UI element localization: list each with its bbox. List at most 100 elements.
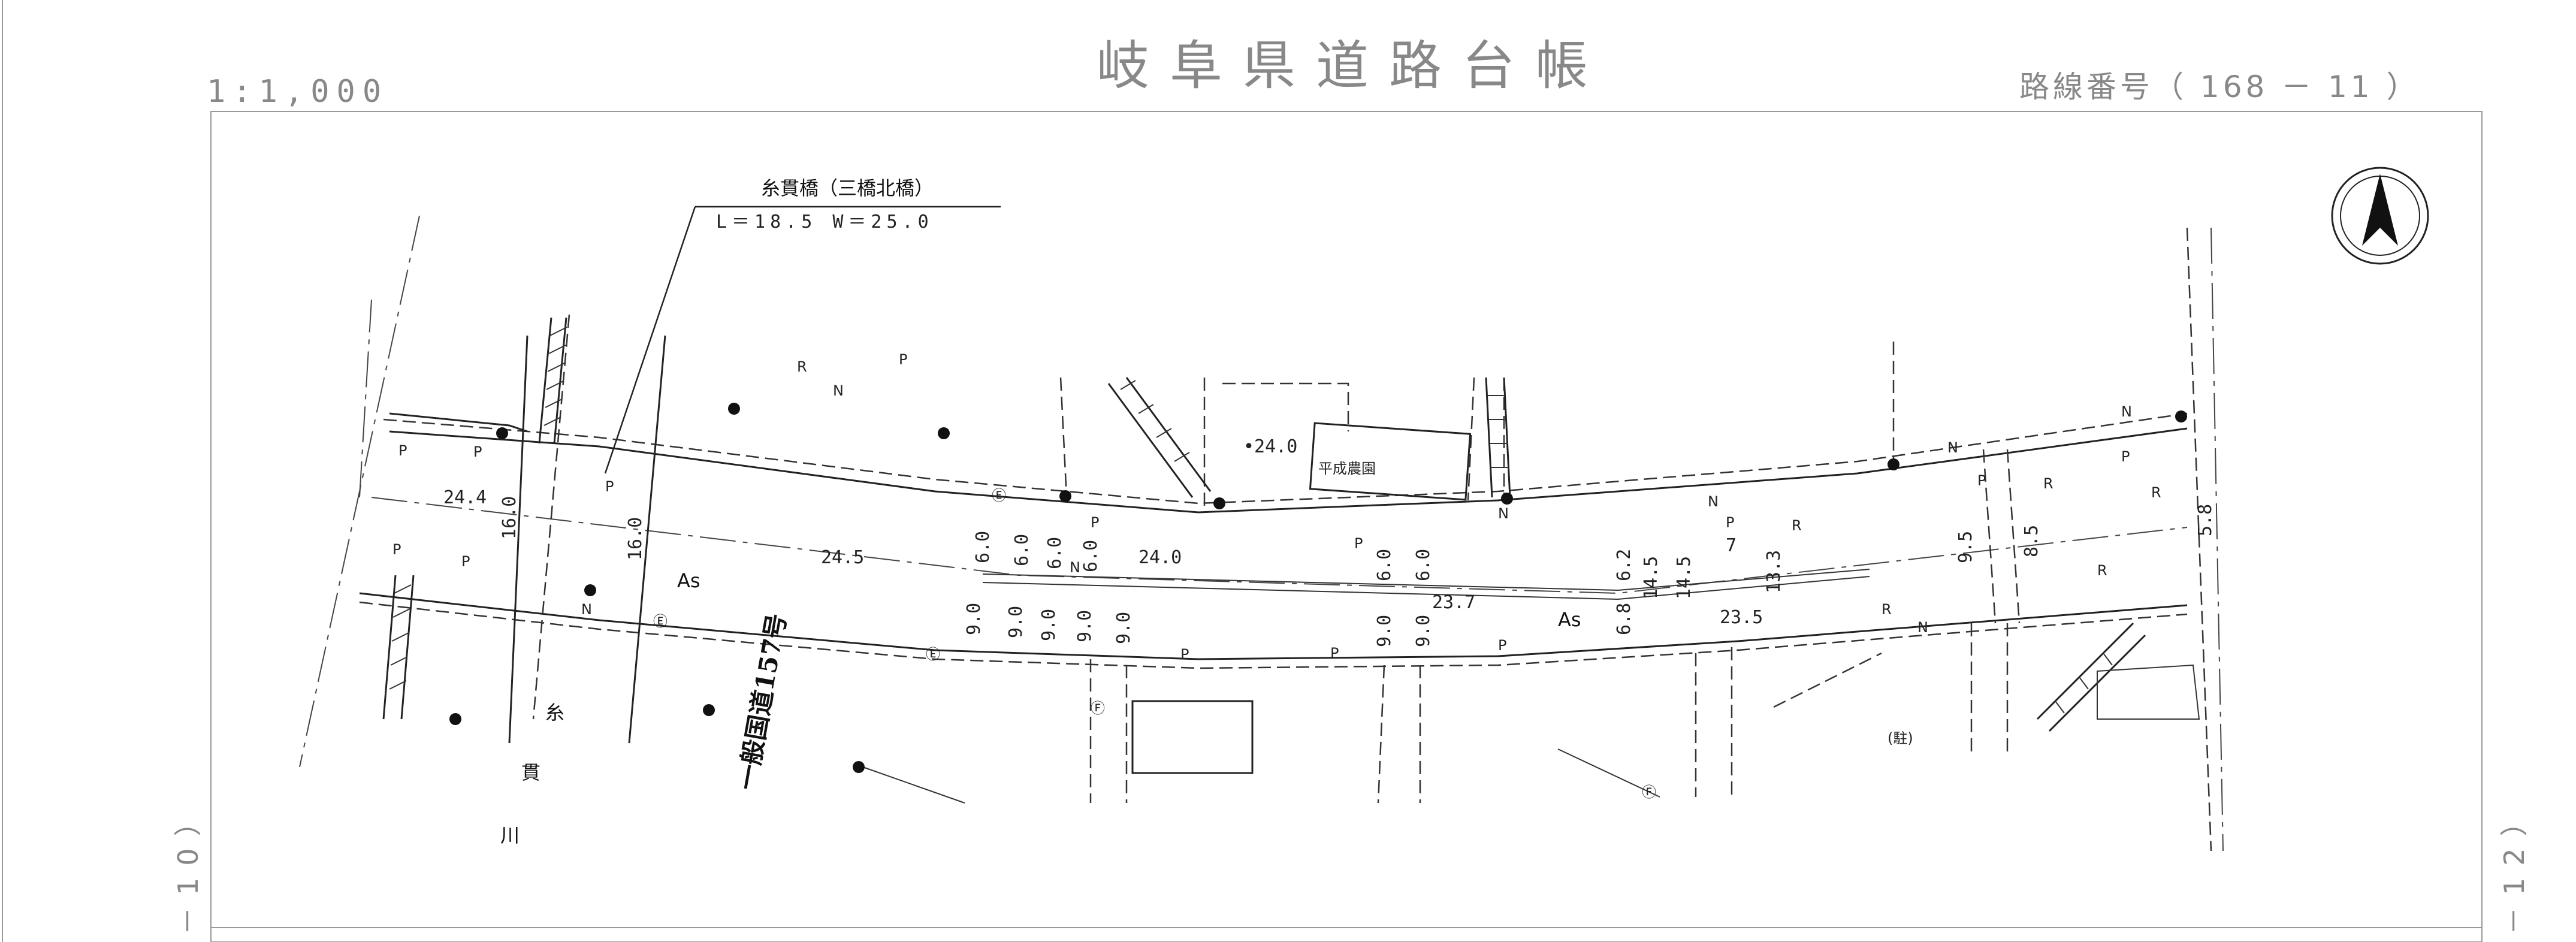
svg-text:6.0: 6.0 (1413, 549, 1434, 581)
parcel-east (2097, 664, 2200, 720)
marker-symbols: R R R R R R N N N N N N N N Ⓔ Ⓔ Ⓔ Ⓕ Ⓕ (581, 358, 2161, 801)
north-street-6 (2006, 449, 2021, 624)
elevation-6: 24.5 (821, 547, 864, 568)
north-arrow-icon (2331, 167, 2429, 265)
parcel-south-2 (1557, 748, 1660, 798)
svg-text:16.0: 16.0 (499, 496, 520, 539)
svg-text:P: P (392, 541, 401, 558)
elevation-1: •24.0 (1243, 436, 1297, 457)
svg-text:9.0: 9.0 (1038, 609, 1059, 641)
hatched-wall-4 (1485, 377, 1511, 498)
hatched-wall-1 (538, 317, 567, 444)
lane-number: 7 (1726, 535, 1737, 556)
parcel-south-1 (862, 766, 965, 804)
median-top (982, 569, 1870, 591)
parcel-south-3 (1773, 652, 1882, 708)
north-street-5 (1982, 449, 1997, 624)
svg-text:R: R (2151, 484, 2161, 501)
west-road-boundary (299, 215, 420, 768)
elevation-2: 24.0 (1138, 547, 1182, 568)
svg-text:N: N (2121, 403, 2132, 420)
river-char-2: 貫 (521, 761, 540, 784)
road-edge-south (359, 592, 2188, 660)
svg-text:Ⓕ: Ⓕ (1642, 784, 1656, 801)
elevation-4: 23.5 (1720, 607, 1763, 628)
svg-text:P: P (2121, 448, 2130, 465)
svg-text:P: P (1180, 646, 1189, 663)
elevation-5: 24.4 (443, 487, 487, 508)
route-number: 路線番号（ 168 － 11 ） (2019, 70, 2420, 104)
svg-text:9.0: 9.0 (1005, 606, 1026, 638)
median-bottom (982, 576, 1870, 600)
svg-text:9.0: 9.0 (964, 603, 985, 635)
fence-north (1222, 382, 1349, 431)
svg-text:R: R (2043, 475, 2053, 492)
svg-text:8.5: 8.5 (2021, 525, 2042, 557)
svg-text:P: P (473, 443, 482, 460)
svg-text:6.0: 6.0 (1374, 549, 1395, 581)
svg-text:P: P (1091, 514, 1099, 531)
svg-text:Ⓕ: Ⓕ (1091, 700, 1105, 717)
bridge-dimensions: L＝18.5 W＝25.0 (716, 212, 934, 233)
side-street-3 (1377, 665, 1385, 804)
svg-text:R: R (1792, 517, 1802, 534)
svg-text:P: P (899, 351, 907, 368)
svg-text:Ⓔ: Ⓔ (992, 487, 1006, 504)
left-sheet-ref: －10） (172, 796, 204, 935)
road-edge-north-2 (389, 412, 528, 433)
parcel-north-east (2186, 227, 2212, 852)
svg-text:9.0: 9.0 (1074, 610, 1095, 642)
svg-text:N: N (1947, 439, 1958, 456)
bridge-leader (604, 206, 696, 474)
svg-text:6.0: 6.0 (1011, 534, 1032, 566)
svg-text:Ⓔ: Ⓔ (926, 646, 940, 663)
svg-text:N: N (833, 382, 844, 399)
svg-text:N: N (1917, 619, 1928, 636)
building-south-1 (1131, 700, 1254, 774)
svg-text:P: P (1330, 645, 1339, 662)
pole-symbols: P P P P P P P P P P P P P P (392, 351, 2130, 663)
west-road-right (628, 335, 666, 744)
route-name: 一般国道157号 (732, 611, 792, 792)
control-points (449, 403, 2187, 773)
svg-text:9.0: 9.0 (1113, 612, 1134, 644)
west-road-left (508, 335, 529, 744)
parking-label: (駐) (1888, 730, 1913, 747)
svg-text:R: R (2097, 562, 2107, 579)
page-title: 岐阜県道路台帳 (1097, 35, 1608, 96)
svg-text:R: R (1882, 601, 1892, 618)
svg-text:N: N (1498, 505, 1509, 522)
svg-text:9.0: 9.0 (1413, 615, 1434, 647)
road-edge-north-dash (383, 412, 2188, 505)
map-frame (210, 111, 2483, 942)
svg-text:9.0: 9.0 (1374, 615, 1395, 647)
svg-text:6.0: 6.0 (1080, 540, 1101, 572)
river-char-1: 糸 (545, 701, 564, 724)
width-dimensions: 16.0 16.0 6.0 6.0 6.0 6.0 6.0 6.0 9.0 9.… (499, 496, 2216, 647)
svg-text:N: N (581, 601, 592, 618)
svg-text:P: P (1977, 472, 1986, 489)
river-char-3: 川 (500, 824, 520, 847)
surface-label-1: As (677, 569, 700, 592)
svg-text:P: P (1726, 514, 1734, 531)
svg-text:6.0: 6.0 (1044, 537, 1065, 569)
svg-text:13.3: 13.3 (1763, 550, 1784, 593)
svg-text:P: P (1354, 535, 1363, 552)
west-road-boundary-2 (532, 314, 570, 720)
bridge-name: 糸貫橋（三橋北橋） (761, 177, 934, 200)
svg-text:5.8: 5.8 (2195, 504, 2216, 536)
right-sheet-ref: －12） (2498, 796, 2530, 935)
svg-text:P: P (398, 442, 407, 459)
hatched-wall-2 (382, 575, 415, 720)
scale-label: 1:1,000 (207, 74, 388, 110)
road-centerline-2 (359, 299, 372, 498)
svg-text:P: P (461, 553, 470, 570)
svg-text:14.5: 14.5 (1674, 556, 1695, 599)
hatched-wall-5 (2036, 622, 2146, 732)
svg-text:N: N (1070, 559, 1080, 576)
north-street-1 (1059, 377, 1068, 498)
svg-text:6.2: 6.2 (1614, 549, 1635, 581)
svg-text:R: R (797, 358, 807, 375)
road-edge-north (389, 427, 2188, 514)
building-heisei (1309, 422, 1472, 501)
